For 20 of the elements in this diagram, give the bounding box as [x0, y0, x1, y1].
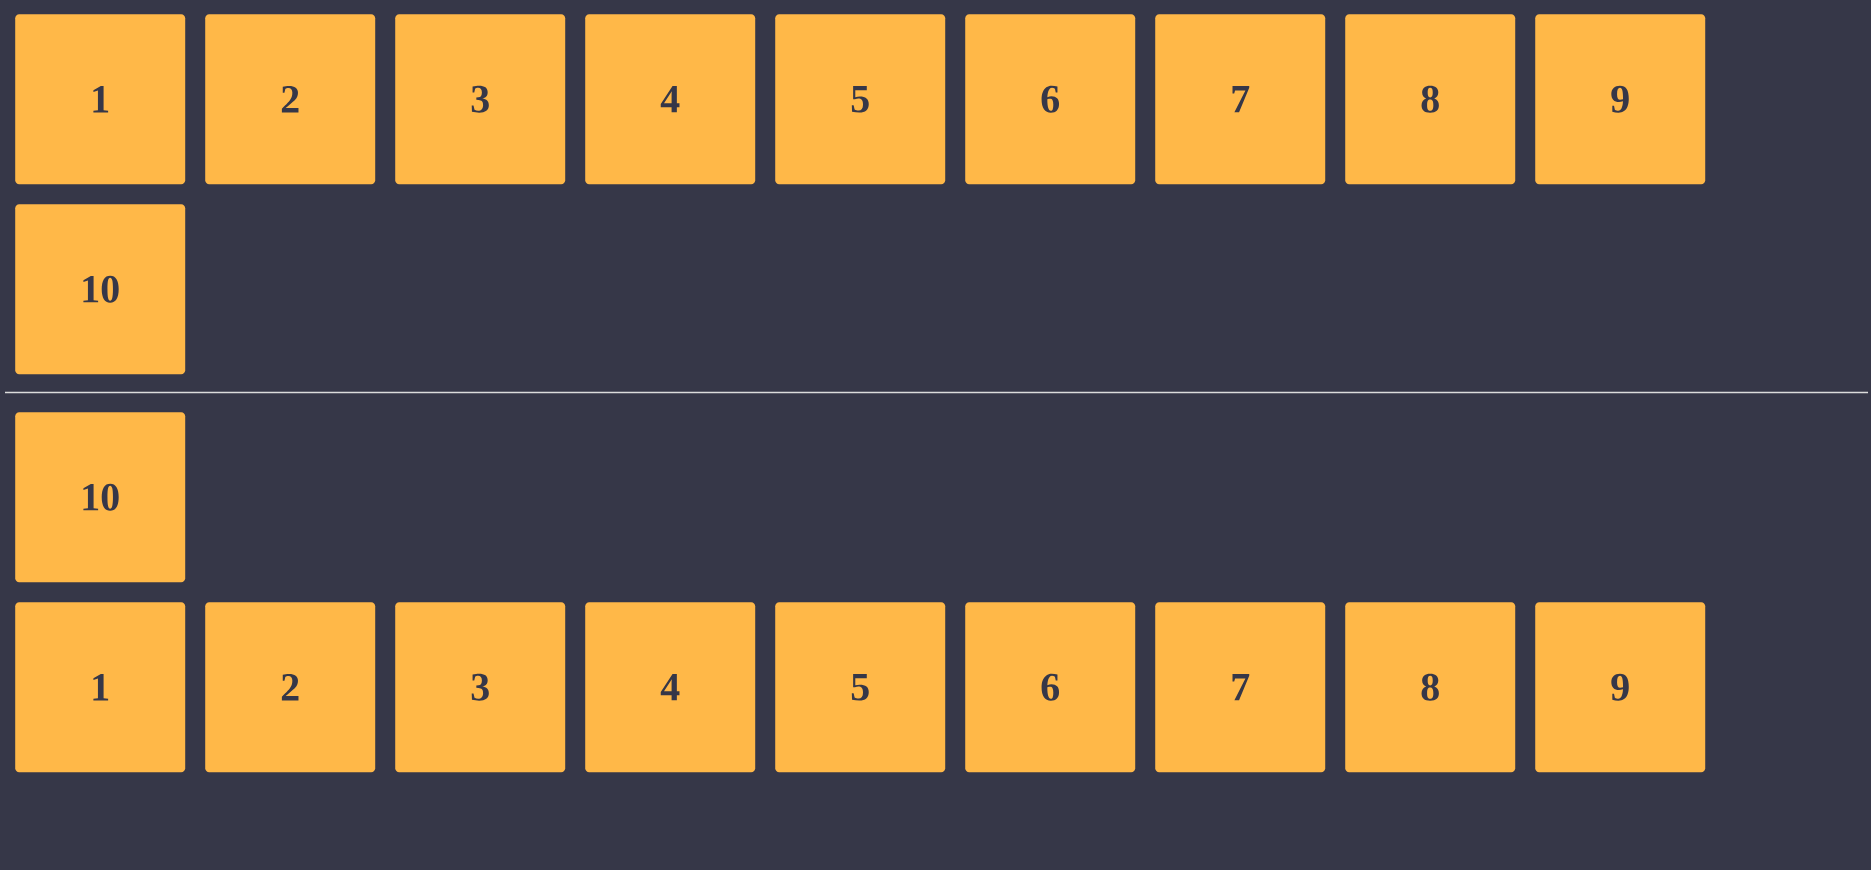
number-box: 9 [1535, 14, 1706, 185]
number-box: 3 [395, 14, 566, 185]
number-box: 6 [965, 14, 1136, 185]
number-box: 10 [15, 412, 186, 583]
number-box: 5 [775, 602, 946, 773]
number-box: 6 [965, 602, 1136, 773]
number-box: 10 [15, 204, 186, 375]
number-box: 8 [1345, 14, 1516, 185]
number-box: 4 [585, 602, 756, 773]
number-box: 1 [15, 14, 186, 185]
number-box: 2 [205, 14, 376, 185]
number-box: 7 [1155, 602, 1326, 773]
number-box: 8 [1345, 602, 1516, 773]
number-box: 5 [775, 14, 946, 185]
number-box: 9 [1535, 602, 1706, 773]
number-box: 2 [205, 602, 376, 773]
number-box: 7 [1155, 14, 1326, 185]
number-box: 4 [585, 14, 756, 185]
number-box: 3 [395, 602, 566, 773]
number-box: 1 [15, 602, 186, 773]
